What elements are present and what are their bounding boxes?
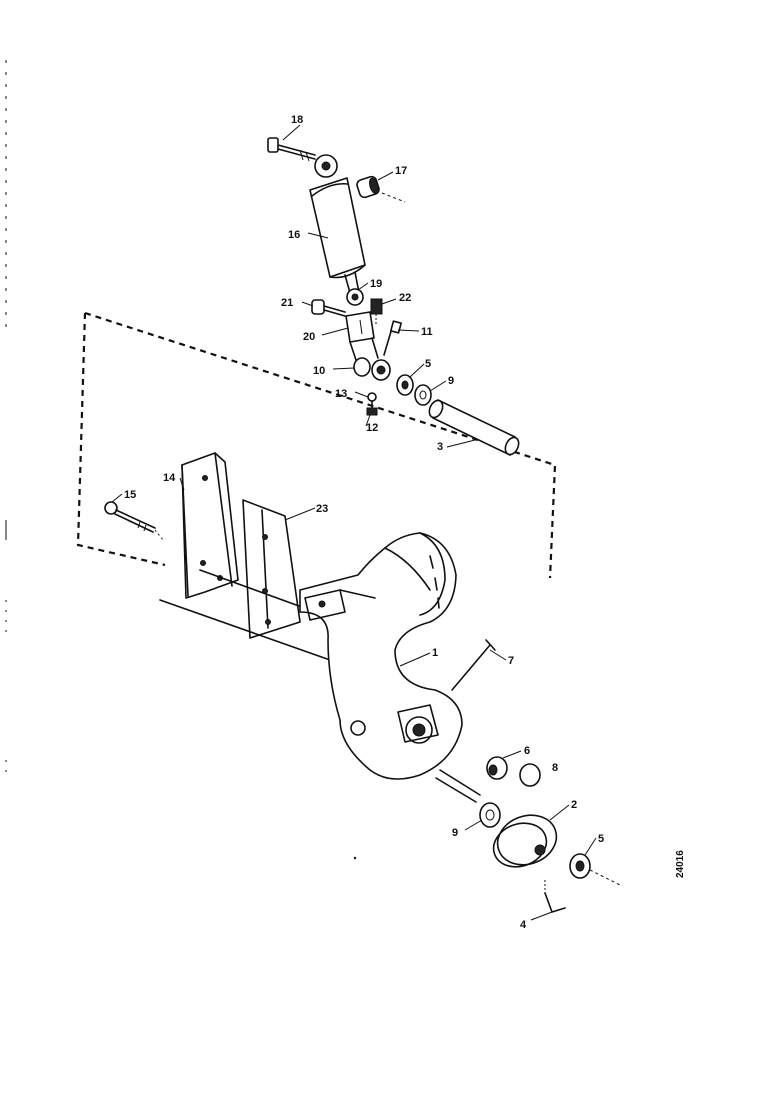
washer-9-lower [479, 802, 501, 828]
callout-10: 10 [313, 365, 325, 377]
leader-lines [111, 124, 597, 921]
callout-5-upper: 5 [425, 358, 431, 370]
callout-7: 7 [508, 655, 514, 667]
pin-11 [383, 320, 402, 356]
callout-14: 14 [163, 472, 176, 484]
bracket-14 [181, 452, 239, 599]
nut-22 [370, 298, 383, 325]
callout-5-lower: 5 [598, 833, 604, 845]
bolt-18 [267, 137, 316, 162]
callout-9-upper: 9 [448, 375, 454, 387]
callout-labels: 18 17 16 19 21 22 20 11 10 5 9 13 12 3 1… [124, 114, 604, 931]
bearing-5-upper [396, 374, 414, 396]
bushing-6 [486, 756, 508, 780]
cross-member [159, 569, 331, 661]
clip-4 [544, 880, 566, 913]
washer-9-upper [414, 384, 432, 406]
callout-18: 18 [291, 114, 303, 126]
bearing-5-lower [569, 853, 621, 886]
callout-11: 11 [421, 326, 433, 338]
callout-21: 21 [281, 297, 293, 309]
gusset-23 [242, 499, 301, 639]
bushing-10 [353, 357, 391, 381]
callout-8: 8 [552, 762, 558, 774]
pin-7 [451, 639, 496, 691]
callout-12: 12 [366, 422, 378, 434]
callout-16: 16 [288, 229, 300, 241]
callout-2: 2 [571, 799, 577, 811]
callout-20: 20 [303, 331, 315, 343]
shock-absorber-16 [309, 177, 366, 301]
shock-upper-eye [314, 154, 338, 178]
cover-plate-2 [492, 814, 558, 868]
callout-3: 3 [437, 441, 443, 453]
callout-17: 17 [395, 165, 407, 177]
fitting-12 [366, 407, 378, 416]
callout-1: 1 [432, 647, 438, 659]
shaft-3 [428, 399, 520, 456]
scan-speck [353, 856, 357, 860]
callout-6: 6 [524, 745, 530, 757]
callout-13: 13 [335, 388, 347, 400]
tie-rod-stub [435, 769, 481, 803]
callout-23: 23 [316, 503, 328, 515]
figure-number: 24016 [675, 850, 686, 878]
bushing-17 [356, 175, 406, 203]
swing-arm-1 [299, 532, 463, 780]
callout-15: 15 [124, 489, 136, 501]
callout-9-lower: 9 [452, 827, 458, 839]
seal-ring-8 [519, 763, 541, 787]
bolt-21 [311, 299, 346, 317]
bracket-20 [345, 311, 379, 361]
lower-joint-19 [346, 288, 364, 306]
callout-4: 4 [520, 919, 527, 931]
callout-22: 22 [399, 292, 411, 304]
bolt-15 [104, 501, 164, 541]
callout-19: 19 [370, 278, 382, 290]
dashed-frame [76, 311, 557, 579]
